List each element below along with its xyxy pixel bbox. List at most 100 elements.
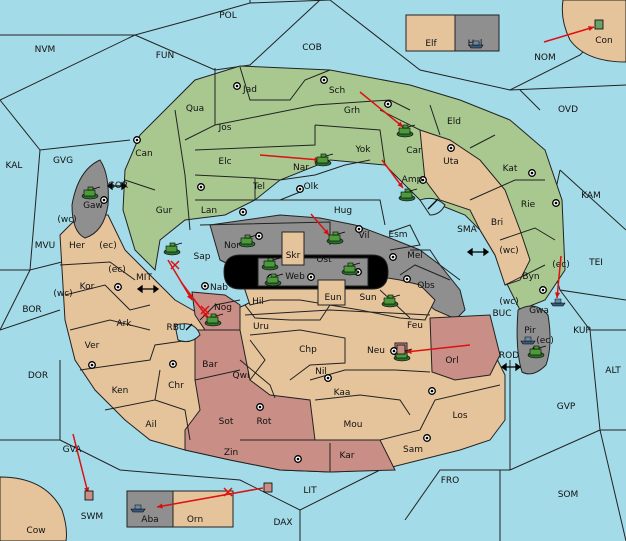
province-nog[interactable] [191,291,241,331]
label-sot: Sot [219,417,234,427]
order-arrow [543,26,595,43]
label-los: Los [452,411,467,421]
label-zin: Zin [224,448,238,458]
unit-marker[interactable] [594,19,604,30]
label-ec: (ec) [99,241,117,251]
label-con: Con [595,36,613,46]
label-obs: Obs [417,281,435,291]
army-unit[interactable] [238,234,258,248]
fleet-unit[interactable] [468,40,484,49]
label-qua: Qua [186,104,204,114]
label-lan: Lan [201,206,217,216]
tan-east [419,129,531,286]
label-pol: POL [219,11,237,21]
label-fun: FUN [156,51,175,61]
army-unit[interactable] [527,345,547,359]
label-amp: Amp [402,175,423,185]
province-orn[interactable] [172,490,234,528]
label-eun: Eun [324,293,341,303]
label-som: SOM [558,490,579,500]
label-byn: Byn [522,272,539,282]
label-kup: KUP [573,326,591,336]
coast-label: (ec) [108,265,126,275]
label-nar: Nar [293,163,309,173]
label-eld: Eld [447,117,461,127]
army-unit[interactable] [381,294,401,308]
fleet-unit[interactable] [130,504,146,513]
failed-order-mark [223,487,233,497]
unit-marker[interactable] [263,482,273,493]
label-rbu: RBU [166,323,185,333]
label-chr: Chr [168,381,184,391]
label-dor: DOR [28,371,48,381]
label-kat: Kat [503,164,518,174]
label-dax: DAX [273,518,292,528]
label-nil: Nil [315,367,327,377]
label-kar: Kar [340,451,355,461]
unit-marker[interactable] [396,344,406,355]
army-unit[interactable] [261,257,281,271]
label-sun: Sun [359,293,376,303]
label-tel: Tel [252,182,265,192]
army-unit[interactable] [163,242,183,256]
army-unit[interactable] [264,273,284,287]
fleet-unit[interactable] [550,298,566,307]
fleet-unit[interactable] [520,336,536,345]
label-mvu: MVU [35,241,56,251]
label-cob: COB [302,43,322,53]
army-unit[interactable] [326,231,346,245]
coast-label: (ec) [552,260,570,270]
order-arrow [359,91,404,128]
label-wc: (wc) [57,215,76,225]
army-unit[interactable] [204,313,224,327]
label-mit: MIT [136,273,152,283]
label-kaa: Kaa [334,388,351,398]
label-alt: ALT [605,366,621,376]
units-layer [81,19,604,513]
label-orn: Orn [187,515,203,525]
army-unit[interactable] [398,188,418,202]
army-unit[interactable] [81,186,101,200]
failed-order-mark [170,260,180,270]
province-skr[interactable] [281,231,305,266]
label-esm: Esm [388,230,407,240]
strait-markers [106,181,522,372]
province-eun[interactable] [317,279,346,306]
label-kor: Kor [80,282,95,292]
army-unit[interactable] [341,262,361,276]
label-kam: KAM [581,191,601,201]
label-jos: Jos [218,123,232,133]
order-arrows [72,26,595,509]
province-cow[interactable] [0,476,67,541]
label-olk: Olk [304,182,320,192]
label-gva: GVA [63,445,83,455]
label-hug: Hug [334,206,352,216]
label-mou: Mou [344,420,363,430]
order-arrow [72,433,89,494]
label-hil: Hil [252,297,264,307]
province-orl[interactable] [429,314,501,381]
order-arrow [259,154,321,161]
order-arrow [381,159,404,189]
label-elc: Elc [218,157,231,167]
label-gwa: Gwa [529,306,549,316]
order-arrow [167,259,193,301]
label-feu: Feu [407,321,423,331]
label-rot: Rot [257,417,272,427]
army-unit[interactable] [396,124,416,138]
label-skr: Skr [286,251,301,261]
label-can: Can [135,149,153,159]
province-con[interactable] [561,0,626,63]
unit-marker[interactable] [84,490,94,501]
label-buc: BUC [492,309,511,319]
brown-region [184,329,396,473]
label-nor: Nor [224,241,240,251]
label-rod: ROD [499,351,519,361]
label-uru: Uru [253,322,269,332]
label-ail: Ail [145,420,156,430]
label-jad: Jad [242,85,257,95]
order-arrow [405,344,471,353]
army-unit[interactable] [314,153,334,167]
